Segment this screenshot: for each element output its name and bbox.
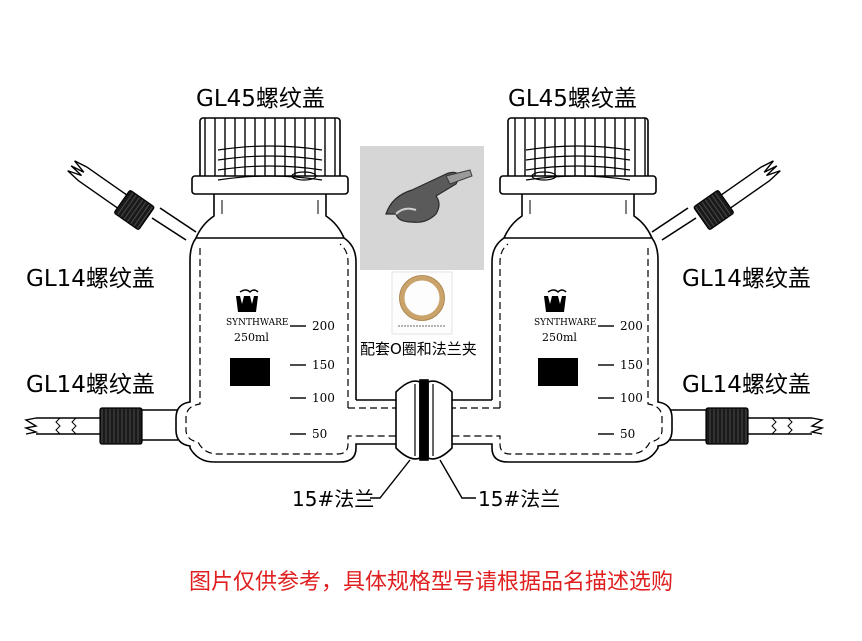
- right-label-patch: [538, 358, 578, 386]
- left-label-patch: [230, 358, 270, 386]
- left-synthware-logo-icon: [236, 289, 259, 312]
- left-grad-100: 100: [312, 391, 335, 405]
- left-grad-150: 150: [312, 358, 335, 372]
- right-upper-arm: [651, 207, 697, 241]
- right-grad-150: 150: [620, 358, 643, 372]
- o-ring-icon: [391, 271, 453, 335]
- left-lower-arm: [142, 409, 178, 441]
- label-gl14-left-upper: GL14螺纹盖: [26, 266, 155, 292]
- label-gl45-right: GL45螺纹盖: [508, 86, 637, 112]
- left-bottle: [142, 117, 400, 463]
- label-gl14-left-lower: GL14螺纹盖: [26, 372, 155, 398]
- right-volume-text: 250ml: [542, 331, 577, 344]
- left-bottle-neck: [194, 194, 346, 239]
- flange-leaders: [370, 459, 476, 499]
- left-upper-gl14-connector: [67, 160, 155, 230]
- label-flange-right: 15#法兰: [478, 487, 561, 511]
- left-gl45-cap: [191, 117, 349, 195]
- left-bottle-body: [175, 237, 396, 463]
- right-bottle-inner-wall: [448, 243, 663, 455]
- disclaimer-text: 图片仅供参考，具体规格型号请根据品名描述选购: [188, 570, 673, 595]
- right-grad-200: 200: [620, 319, 643, 333]
- left-bottle-inner-wall: [185, 243, 400, 455]
- left-lower-gl14-connector: [23, 407, 143, 445]
- right-grad-50: 50: [620, 427, 636, 441]
- label-gl14-right-upper: GL14螺纹盖: [682, 266, 811, 292]
- left-graduation-ticks: [290, 325, 306, 435]
- left-grad-50: 50: [312, 427, 328, 441]
- label-flange-left: 15#法兰: [292, 487, 375, 511]
- left-brand-text: SYNTHWARE: [226, 318, 289, 328]
- label-gl14-right-lower: GL14螺纹盖: [682, 372, 811, 398]
- label-accessory: 配套O圈和法兰夹: [360, 340, 477, 358]
- right-upper-gl14-connector: [693, 160, 781, 230]
- left-upper-arm: [151, 207, 197, 241]
- right-bottle: [448, 117, 706, 463]
- left-volume-text: 250ml: [234, 331, 269, 344]
- right-bottle-body: [452, 237, 673, 463]
- right-synthware-logo-icon: [544, 289, 567, 312]
- right-gl45-cap: [499, 117, 657, 195]
- right-lower-gl14-connector: [705, 407, 825, 445]
- right-graduation-ticks: [598, 325, 614, 435]
- right-flange: [427, 380, 453, 460]
- right-brand-text: SYNTHWARE: [534, 318, 597, 328]
- label-gl45-left: GL45螺纹盖: [196, 86, 325, 112]
- left-flange: [395, 380, 421, 460]
- clamp-icon: [360, 146, 484, 270]
- flange-joint: [395, 379, 453, 461]
- right-grad-100: 100: [620, 391, 643, 405]
- right-bottle-neck: [502, 194, 654, 239]
- right-lower-arm: [670, 409, 706, 441]
- left-grad-200: 200: [312, 319, 335, 333]
